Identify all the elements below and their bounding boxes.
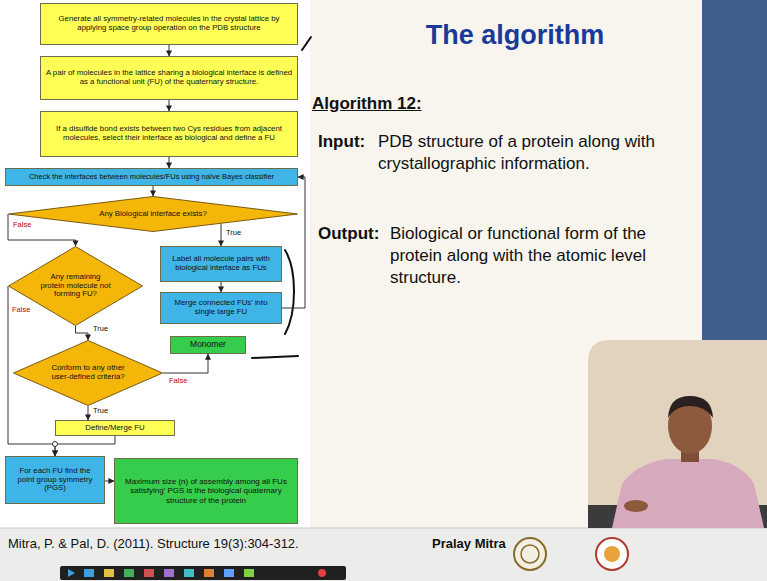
process-box: Generate all symmetry-related molecules …: [40, 3, 298, 45]
node-text: Monomer: [190, 340, 226, 350]
field-label: Output:: [318, 223, 390, 245]
node-text: For each FU find the point group symmetr…: [10, 467, 100, 494]
diamond-shape: [9, 247, 143, 326]
process-box: Label all molecule pairs with biological…: [160, 246, 282, 282]
node-text: Generate all symmetry-related molecules …: [45, 15, 293, 33]
node-text: Check the interfaces between molecules/F…: [29, 173, 274, 182]
node-text: Merge connected FUs' into single large F…: [165, 299, 277, 317]
node-text-group: Merge connected FUs' into single large F…: [165, 299, 277, 317]
node-text-group: Conform to any other user-defined criter…: [47, 364, 130, 382]
toolbar-icon: [84, 569, 94, 577]
nptel-logo-inner: [604, 546, 620, 562]
flow-connector: [88, 406, 89, 420]
flow-connector: [55, 436, 115, 456]
field-text: Biological or functional form of the pro…: [390, 223, 675, 289]
pen-bracket: [285, 250, 294, 334]
junction-dot: [53, 442, 58, 447]
node-text: Any Biological interface exists?: [73, 210, 233, 219]
presenter-hair: [668, 396, 713, 418]
node-text-group: Generate all symmetry-related molecules …: [45, 15, 293, 33]
toolbar-icon: [68, 569, 75, 577]
pen-tick: [302, 37, 311, 50]
toolbar-icon: [184, 569, 194, 577]
flow-connector: [76, 326, 89, 340]
toolbar-icon: [244, 569, 254, 577]
diamond-shape: [9, 197, 298, 232]
institute-logo-inner: [521, 545, 539, 563]
node-text: Conform to any other user-defined criter…: [47, 364, 130, 382]
flow-connector: [153, 186, 154, 196]
node-text-group: Define/Merge FU: [85, 424, 144, 433]
video-inset: [588, 340, 767, 528]
toolbar-icon: [224, 569, 234, 577]
node-text-group: A pair of molecules in the lattice shari…: [45, 69, 293, 87]
flow-connector: [169, 157, 170, 168]
toolbar-icon: [164, 569, 174, 577]
presenter-shirt: [612, 459, 764, 528]
decision-diamond: Any Biological interface exists?: [8, 196, 298, 232]
node-text: A pair of molecules in the lattice shari…: [45, 69, 293, 87]
diamond-shape: [14, 341, 163, 406]
footer-band: [0, 528, 767, 581]
flow-connector: [221, 224, 222, 246]
node-text: Maximum size (n) of assembly among all F…: [119, 477, 293, 505]
branch-label: False: [168, 377, 188, 386]
player-toolbar: [60, 566, 346, 580]
node-text: If a disulfide bond exists between two C…: [45, 125, 293, 143]
node-text-group: Check the interfaces between molecules/F…: [29, 173, 274, 182]
node-text-group: Label all molecule pairs with biological…: [165, 255, 277, 273]
process-box: Merge connected FUs' into single large F…: [160, 292, 282, 324]
toolbar-icon: [204, 569, 214, 577]
node-text: Any remaining protein molecule not formi…: [38, 273, 112, 300]
process-box: For each FU find the point group symmetr…: [5, 456, 105, 504]
branch-label: False: [11, 306, 31, 315]
branch-label: True: [92, 325, 109, 334]
presenter-hand: [624, 500, 648, 512]
toolbar-icon: [144, 569, 154, 577]
footer-citation: Mitra, P. & Pal, D. (2011). Structure 19…: [8, 536, 408, 553]
pen-underline: [252, 356, 298, 358]
toolbar-icon: [318, 569, 326, 577]
flow-connector: [169, 45, 170, 56]
slide-title: The algorithm: [330, 20, 700, 51]
process-box: Define/Merge FU: [55, 420, 175, 436]
institute-logo: [514, 538, 546, 570]
process-box: Check the interfaces between molecules/F…: [5, 168, 298, 186]
terminal-box: Monomer: [170, 336, 246, 354]
node-text-group: If a disulfide bond exists between two C…: [45, 125, 293, 143]
node-text-group: For each FU find the point group symmetr…: [10, 467, 100, 494]
nptel-logo: [596, 538, 628, 570]
flowchart-panel: [0, 0, 310, 528]
node-text-group: Monomer: [190, 340, 226, 350]
presenter-name: Pralay Mitra: [432, 536, 522, 553]
node-text-group: Any remaining protein molecule not formi…: [38, 273, 112, 300]
toolbar-icon: [124, 569, 134, 577]
node-text: Label all molecule pairs with biological…: [165, 255, 277, 273]
field-text: PDB structure of a protein along with cr…: [378, 131, 668, 175]
branch-label: True: [92, 407, 109, 416]
field-label: Input:: [318, 131, 378, 153]
terminal-box: Maximum size (n) of assembly among all F…: [114, 458, 298, 524]
flow-connector: [282, 177, 305, 308]
algorithm-heading: Algorithm 12:: [312, 93, 512, 115]
flow-connector: [169, 100, 170, 111]
node-text-group: Any Biological interface exists?: [73, 210, 233, 219]
branch-label: False: [12, 221, 32, 230]
node-text: Define/Merge FU: [85, 424, 144, 433]
decision-diamond: Conform to any other user-defined criter…: [13, 340, 163, 406]
flow-connector: [163, 354, 208, 373]
process-box: A pair of molecules in the lattice shari…: [40, 56, 298, 100]
process-box: If a disulfide bond exists between two C…: [40, 111, 298, 157]
toolbar-icon: [104, 569, 114, 577]
flow-connector: [105, 481, 114, 482]
branch-label: True: [225, 229, 242, 238]
node-text-group: Maximum size (n) of assembly among all F…: [119, 477, 293, 505]
flow-connector: [221, 282, 222, 292]
